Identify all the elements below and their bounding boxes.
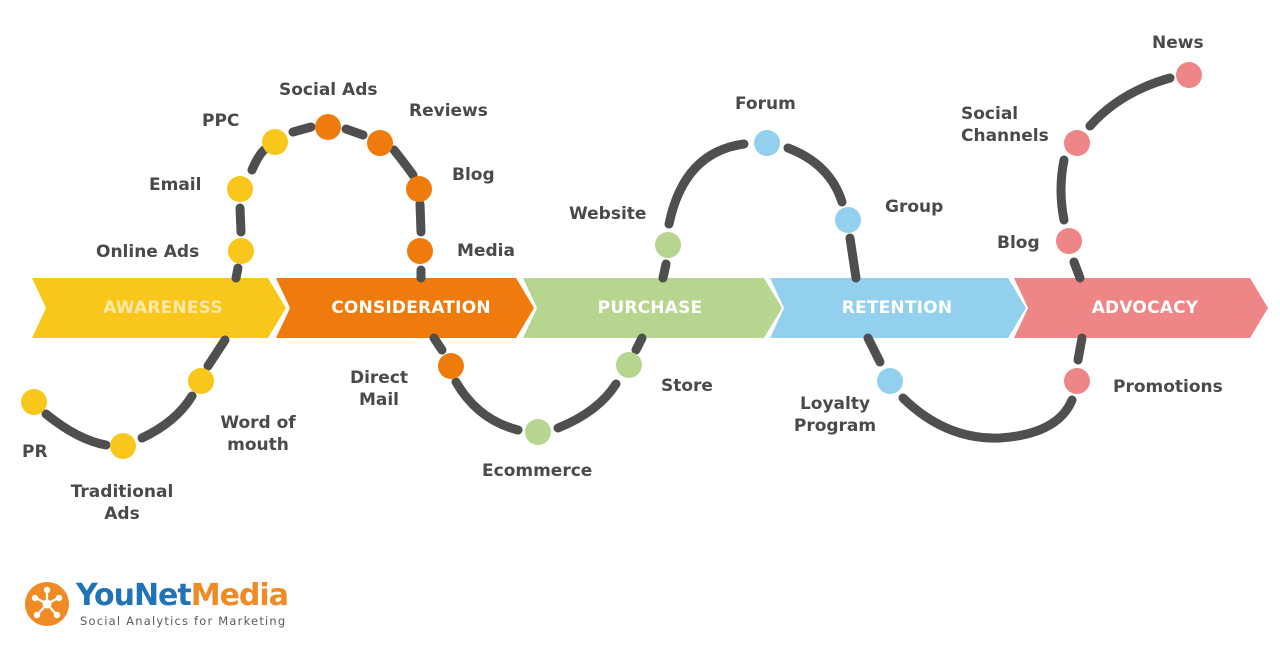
- stage-arrow-awareness: [32, 278, 286, 338]
- brand-part-1: YouNet: [76, 578, 192, 613]
- label-online-ads: Online Ads: [96, 242, 200, 262]
- path-segment: [288, 122, 316, 137]
- stage-label-retention: RETENTION: [841, 298, 953, 318]
- label-ppc: PPC: [202, 111, 240, 131]
- path-segment: [415, 199, 426, 237]
- dot-reviews: [367, 130, 393, 156]
- dot-website: [655, 232, 681, 258]
- dot-social-channels: [1064, 130, 1090, 156]
- dot-blog-consideration: [406, 176, 432, 202]
- dot-pr: [21, 389, 47, 415]
- path-segment: [137, 391, 197, 443]
- label-email: Email: [149, 175, 202, 195]
- label-direct-mail-line2: Mail: [358, 390, 400, 410]
- dot-ecommerce: [525, 419, 551, 445]
- path-segment: [203, 335, 230, 371]
- path-segment: [1073, 333, 1087, 365]
- label-social-channels-line2: Channels: [961, 126, 1049, 146]
- label-pr: PR: [22, 442, 48, 462]
- path-segment: [1085, 73, 1175, 131]
- label-loyalty-program-line2: Program: [793, 416, 877, 436]
- dot-social-ads: [315, 114, 341, 140]
- journey-path: [41, 73, 1175, 450]
- path-segment: [658, 259, 671, 283]
- path-segment: [429, 333, 447, 355]
- label-loyalty-program: Loyalty Program: [786, 393, 884, 437]
- path-segment: [341, 124, 368, 140]
- network-logo-icon: [25, 582, 69, 626]
- label-group: Group: [885, 197, 944, 217]
- label-website: Website: [569, 204, 647, 224]
- path-segment: [845, 233, 861, 283]
- path-segment: [553, 379, 621, 433]
- label-traditional-ads-line1: Traditional: [70, 482, 174, 502]
- path-segment: [235, 203, 246, 237]
- label-traditional-ads: Traditional Ads: [60, 481, 184, 525]
- label-reviews: Reviews: [409, 101, 488, 121]
- path-segment: [863, 333, 885, 367]
- label-traditional-ads-line2: Ads: [104, 504, 140, 524]
- brand-name: YouNetMedia: [76, 577, 289, 615]
- label-blog-advocacy: Blog: [997, 233, 1040, 253]
- label-forum: Forum: [735, 94, 796, 114]
- label-loyalty-program-line1: Loyalty: [799, 394, 871, 414]
- dot-group: [835, 207, 861, 233]
- label-social-channels-line1: Social: [961, 104, 1019, 124]
- dot-promotions: [1064, 368, 1090, 394]
- stage-arrow-retention: [770, 278, 1026, 338]
- path-segment: [247, 145, 269, 175]
- stage-arrow-purchase: [523, 278, 782, 338]
- younet-media-logo: YouNetMedia Social Analytics for Marketi…: [24, 577, 314, 629]
- label-ecommerce: Ecommerce: [482, 461, 593, 481]
- stage-label-awareness: AWARENESS: [103, 298, 223, 318]
- dot-store: [616, 352, 642, 378]
- dot-loyalty-program: [877, 368, 903, 394]
- path-segment: [41, 409, 111, 450]
- label-word-of-mouth: Word of mouth: [210, 412, 306, 456]
- dot-blog-advocacy: [1056, 228, 1082, 254]
- dot-media: [407, 238, 433, 264]
- label-media: Media: [457, 241, 515, 261]
- label-blog-consideration: Blog: [452, 165, 495, 185]
- path-segment: [783, 143, 847, 207]
- label-direct-mail: Direct Mail: [344, 367, 414, 411]
- path-segment: [451, 377, 523, 435]
- path-segment: [1056, 155, 1069, 225]
- label-social-channels: Social Channels: [961, 103, 1049, 147]
- touchpoint-dots: [21, 62, 1202, 459]
- stage-arrow-consideration: [276, 278, 534, 338]
- stage-label-consideration: CONSIDERATION: [331, 298, 491, 318]
- stage-arrows: [32, 278, 1268, 338]
- dot-online-ads: [228, 238, 254, 264]
- dot-word-of-mouth: [188, 368, 214, 394]
- label-news: News: [1152, 33, 1204, 53]
- dot-ppc: [262, 129, 288, 155]
- dot-email: [227, 176, 253, 202]
- dot-news: [1176, 62, 1202, 88]
- stage-label-advocacy: ADVOCACY: [1091, 298, 1199, 318]
- label-word-of-mouth-line1: Word of: [220, 413, 296, 433]
- path-segment: [664, 139, 749, 229]
- stage-label-purchase: PURCHASE: [597, 298, 703, 318]
- brand-part-2: Media: [190, 578, 289, 613]
- dot-traditional-ads: [110, 433, 136, 459]
- label-word-of-mouth-line2: mouth: [227, 435, 289, 455]
- dot-forum: [754, 130, 780, 156]
- stage-arrow-advocacy: [1014, 278, 1268, 338]
- label-social-ads: Social Ads: [279, 80, 378, 100]
- path-segment: [231, 263, 243, 283]
- brand-tagline: Social Analytics for Marketing: [80, 614, 287, 628]
- label-promotions: Promotions: [1113, 377, 1223, 397]
- path-segment: [631, 333, 647, 355]
- path-segment: [389, 145, 418, 180]
- path-segment: [1069, 257, 1085, 283]
- label-store: Store: [661, 376, 713, 396]
- dot-direct-mail: [438, 353, 464, 379]
- label-direct-mail-line1: Direct: [349, 368, 409, 388]
- path-segment: [898, 393, 1077, 443]
